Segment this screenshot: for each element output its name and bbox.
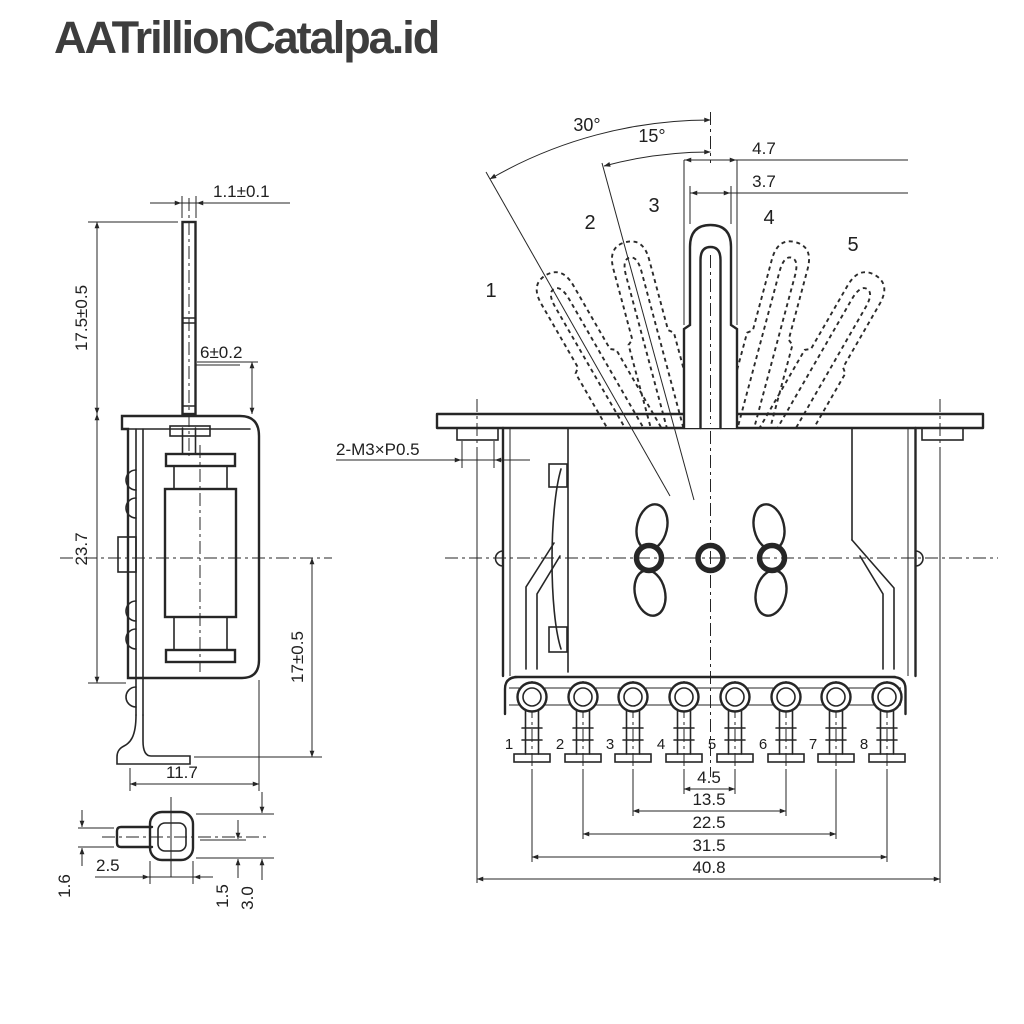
dim-depth-label: 11.7 xyxy=(166,763,198,782)
pitch-dimensions xyxy=(476,449,941,883)
dim-height-label: 3.0 xyxy=(238,886,257,910)
dim-width-label: 2.5 xyxy=(96,856,120,875)
terminal-number-6: 6 xyxy=(759,736,767,753)
lever-width-dimensions xyxy=(684,157,908,196)
dim-body-height-label: 23.7 xyxy=(72,532,91,565)
angle-15-label: 15° xyxy=(638,126,665,146)
lever xyxy=(682,160,739,430)
terminal-number-7: 7 xyxy=(809,736,817,753)
position-label-1: 1 xyxy=(485,280,496,302)
lug-dimensions xyxy=(78,792,274,884)
dim-lever-inner-label: 3.7 xyxy=(752,172,776,191)
terminal-number-3: 3 xyxy=(606,736,614,753)
angle-dimensions xyxy=(485,117,711,501)
watermark-text: AATrillionCatalpa.id xyxy=(54,12,440,63)
side-body xyxy=(120,414,261,680)
terminal-number-1: 1 xyxy=(505,736,513,753)
dim-inner-height-label: 1.5 xyxy=(213,884,232,908)
screw-spec-label: 2-M3×P0.5 xyxy=(336,440,420,459)
dim-pitch-2-label: 13.5 xyxy=(692,790,725,809)
terminal-number-2: 2 xyxy=(556,736,564,753)
angle-30-label: 30° xyxy=(573,115,600,135)
front-view: 30° 15° 4.7 3.7 1 2 3 4 5 2-M3×P0.5 1 2 … xyxy=(336,112,998,883)
dim-pitch-1-label: 4.5 xyxy=(697,768,721,787)
lug-detail-view: 1.6 2.5 1.5 3.0 xyxy=(55,792,274,910)
terminal-number-4: 4 xyxy=(657,736,665,753)
position-label-5: 5 xyxy=(847,234,858,256)
screw-callout xyxy=(336,441,530,468)
lug-neck xyxy=(115,825,154,849)
terminal-number-5: 5 xyxy=(708,736,716,753)
position-label-3: 3 xyxy=(648,195,659,217)
dim-pitch-3-label: 22.5 xyxy=(692,813,725,832)
dim-lever-outer-label: 4.7 xyxy=(752,139,776,158)
position-label-4: 4 xyxy=(763,207,774,229)
dim-pitch-4-label: 31.5 xyxy=(692,836,725,855)
dim-tip-width-label: 1.1±0.1 xyxy=(213,182,270,201)
side-view: 1.1±0.1 17.5±0.5 6±0.2 23.7 17±0.5 11.7 xyxy=(60,182,332,791)
position-label-2: 2 xyxy=(584,212,595,234)
dim-overall-label: 40.8 xyxy=(692,858,725,877)
dim-neck-label: 1.6 xyxy=(55,874,74,898)
dim-tip-lower-label: 6±0.2 xyxy=(200,343,242,362)
terminal-number-8: 8 xyxy=(860,736,868,753)
side-foot xyxy=(116,714,191,765)
side-view-dimensions xyxy=(88,196,322,791)
dim-lower-height-label: 17±0.5 xyxy=(288,631,307,683)
dim-tip-height-label: 17.5±0.5 xyxy=(72,285,91,351)
terminal-strip xyxy=(503,675,907,771)
